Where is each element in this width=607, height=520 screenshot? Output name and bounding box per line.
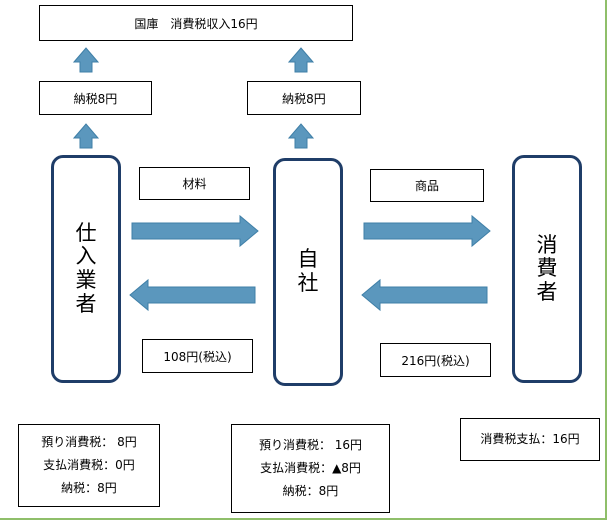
left-arrow-purchase-payment [129,278,256,312]
right-arrow-goods [363,214,491,248]
supplier-summary-box: 預り消費税： 8円 支払消費税：0円 納税：8円 [18,424,160,507]
supplier-tax-payment-label: 納税8円 [73,91,118,106]
up-arrow-treasury-left [72,47,100,73]
supplier-tax-payment: 納税：8円 [61,481,117,495]
company-summary-box: 預り消費税： 16円 支払消費税：▲8円 納税：8円 [231,424,390,513]
company-paid-tax: 支払消費税：▲8円 [260,461,361,475]
company-label: 自社 [297,247,319,295]
company-tax-payment-label: 納税8円 [282,91,326,106]
treasury-label: 国庫 消費税収入16円 [134,16,258,31]
goods-flow-box: 商品 [370,169,484,202]
company-node: 自社 [273,158,343,386]
right-arrow-materials [131,214,259,248]
sale-price-box: 216円(税込) [380,343,491,377]
company-tax-payment: 納税：8円 [282,484,339,498]
supplier-node: 仕入業者 [51,155,121,383]
supplier-paid-tax: 支払消費税：0円 [43,458,135,472]
supplier-received-tax: 預り消費税： 8円 [41,435,137,449]
frame-edge [605,0,607,520]
goods-flow-label: 商品 [414,179,439,193]
sale-price-label: 216円(税込) [401,353,470,368]
purchase-price-label: 108円(税込) [163,349,232,364]
company-received-tax: 預り消費税： 16円 [258,438,363,452]
consumer-summary-box: 消費税支払：16円 [460,418,600,461]
consumer-label: 消費者 [536,232,558,304]
treasury-box: 国庫 消費税収入16円 [39,5,353,41]
up-arrow-supplier [72,123,100,149]
left-arrow-sale-payment [361,278,488,312]
up-arrow-company [287,123,315,149]
purchase-price-box: 108円(税込) [142,339,253,373]
materials-flow-label: 材料 [182,177,207,191]
up-arrow-treasury-right [287,47,315,73]
supplier-tax-payment-box: 納税8円 [39,81,152,115]
supplier-label: 仕入業者 [75,220,97,316]
company-tax-payment-box: 納税8円 [247,81,361,115]
consumer-tax-paid: 消費税支払：16円 [480,432,580,446]
frame-bottom [0,518,607,520]
consumer-node: 消費者 [512,155,582,383]
materials-flow-box: 材料 [139,167,250,200]
